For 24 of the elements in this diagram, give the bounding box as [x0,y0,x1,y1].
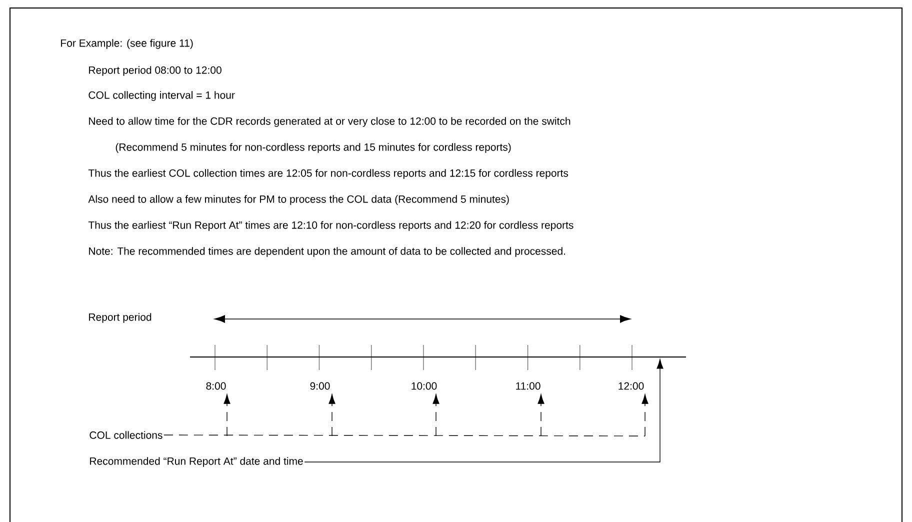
time-label: 12:00 [618,382,644,390]
arrow [328,394,336,436]
arrow [224,394,230,436]
period-label: Report period [89,313,152,323]
heading: For Example: (see figure 11) [61,39,193,49]
leader-line [304,359,664,462]
time-label: 10:00 [412,382,437,390]
arrow [642,394,648,436]
arrow [538,394,544,436]
note-text: (Recommend 5 minutes for non-cordless reports and 15 minutes for cordless reports) [116,143,511,153]
note-text: Report period 08:00 to 12:00 [89,66,222,76]
time-label: 9:00 [310,382,330,390]
note-text: Need to allow time for the CDR records generated at or very close to 12:00 to be recorded on the switch [89,117,570,127]
time-label: 8:00 [206,382,226,390]
time-label: 11:00 [516,382,540,390]
note-text: Note: The recommended times are dependent upon the amount of data to be collected and processed. [89,247,566,257]
arrow [432,394,440,436]
dashed-line [164,434,646,436]
note-text: COL collecting interval = 1 hour [88,91,235,101]
note-text: Thus the earliest “Run Report At” times are 12:10 for non-cordless reports and 12:20 for cordless reports [88,221,574,231]
note-text: Also need to allow a few minutes for PM to process the COL data (Recommend 5 minutes) [88,195,509,205]
row-label: Recommended “Run Report At” date and time [90,457,303,467]
row-label: COL collections [90,431,162,439]
note-text: Thus the earliest COL collection times are 12:05 for non-cordless reports and 12:15 for cordless reports [88,169,568,179]
